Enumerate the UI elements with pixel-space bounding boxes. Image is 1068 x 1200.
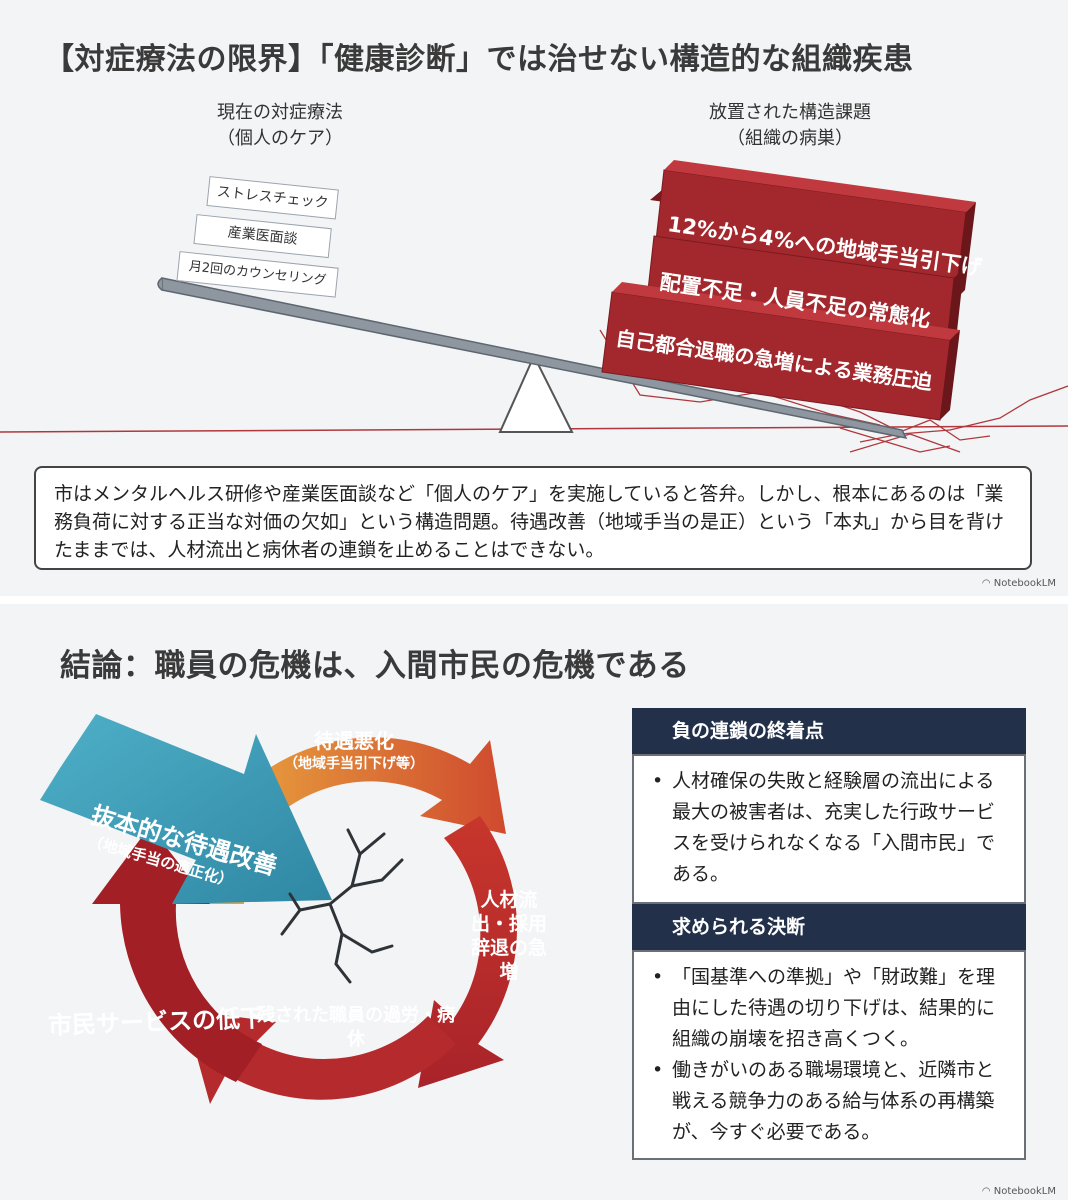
credit-text: NotebookLM	[993, 1186, 1056, 1197]
intervention-arrow	[40, 714, 332, 904]
slide-divider	[0, 596, 1068, 604]
credit-text: NotebookLM	[993, 578, 1056, 589]
left-caption-line1: 現在の対症療法	[217, 102, 343, 123]
panel1-body: • 人材確保の失敗と経験層の流出による最大の被害者は、充実した行政サービスを受け…	[632, 754, 1026, 904]
cycle-label-worse-treatment: 待遇悪化 （地域手当引下げ等）	[254, 728, 454, 774]
cycle-arc-bottom	[184, 1010, 456, 1104]
panel1-bullet-text: 人材確保の失敗と経験層の流出による最大の被害者は、充実した行政サービスを受けられ…	[672, 770, 996, 885]
cycle-label-overwork: 残された職員の過労・病休	[257, 1005, 455, 1050]
panel2-bullet-text-2: 働きがいのある職場環境と、近隣市と戦える競争力のある給与体系の再構築が、今すぐ必…	[672, 1059, 995, 1143]
cycle-arc-left-arrow	[92, 826, 262, 1082]
slide1-title: 【対症療法の限界】「健康診断」では治せない構造的な組織疾患	[44, 42, 914, 77]
left-caption: 現在の対症療法 （個人のケア）	[170, 100, 390, 152]
heavy-block-3	[601, 282, 960, 421]
slide-symptomatic-limits: 【対症療法の限界】「健康診断」では治せない構造的な組織疾患 現在の対症療法 （個…	[0, 0, 1068, 596]
notebooklm-logo-icon: ◠	[981, 578, 994, 589]
slide-conclusion: 結論：職員の危機は、入間市民の危機である	[0, 604, 1068, 1200]
cycle-label-top-main: 待遇悪化	[314, 729, 394, 753]
panel1-bullet: • 人材確保の失敗と経験層の流出による最大の被害者は、充実した行政サービスを受け…	[652, 766, 1010, 890]
fulcrum-triangle	[498, 353, 574, 433]
left-caption-line2: （個人のケア）	[217, 128, 343, 149]
cycle-label-talent-outflow: 人材流出・採用辞退の急増	[470, 889, 547, 983]
cycle-arc-top	[232, 737, 506, 834]
right-caption-line1: 放置された構造課題	[709, 102, 871, 123]
vicious-cycle-diagram	[40, 714, 518, 1104]
notebooklm-credit: ◠ NotebookLM	[982, 1186, 1056, 1197]
panel2-bullet-text-1: 「国基準への準拠」や「財政難」を理由にした待遇の切り下げは、結果的に組織の崩壊を…	[672, 966, 996, 1050]
seesaw-illustration	[0, 160, 1068, 453]
notebooklm-credit: ◠ NotebookLM	[982, 578, 1056, 589]
panel2-bullet: • 働きがいのある職場環境と、近隣市と戦える競争力のある給与体系の再構築が、今す…	[652, 1055, 1010, 1148]
crack-icon	[280, 828, 404, 984]
cycle-label-top-sub: （地域手当引下げ等）	[284, 756, 424, 772]
summary-textbox: 市はメンタルヘルス研修や産業医面談など「個人のケア」を実施していると答弁。しかし…	[34, 466, 1032, 570]
panel1-header: 負の連鎖の終着点	[632, 708, 1026, 754]
right-caption-line2: （組織の病巣）	[727, 128, 853, 149]
slide2-title: 結論：職員の危機は、入間市民の危機である	[60, 648, 690, 684]
notebooklm-logo-icon: ◠	[981, 1186, 994, 1197]
bullet-dot: •	[652, 966, 664, 988]
cycle-arc-right	[418, 816, 518, 1088]
bullet-dot: •	[652, 1059, 664, 1081]
bullet-dot: •	[652, 770, 664, 792]
right-caption: 放置された構造課題 （組織の病巣）	[670, 100, 910, 152]
beam-end-cap	[157, 277, 163, 291]
panel2-body: • 「国基準への準拠」や「財政難」を理由にした待遇の切り下げは、結果的に組織の崩…	[632, 950, 1026, 1160]
panel2-bullet: • 「国基準への準拠」や「財政難」を理由にした待遇の切り下げは、結果的に組織の崩…	[652, 962, 1010, 1055]
panel2-header: 求められる決断	[632, 904, 1026, 950]
